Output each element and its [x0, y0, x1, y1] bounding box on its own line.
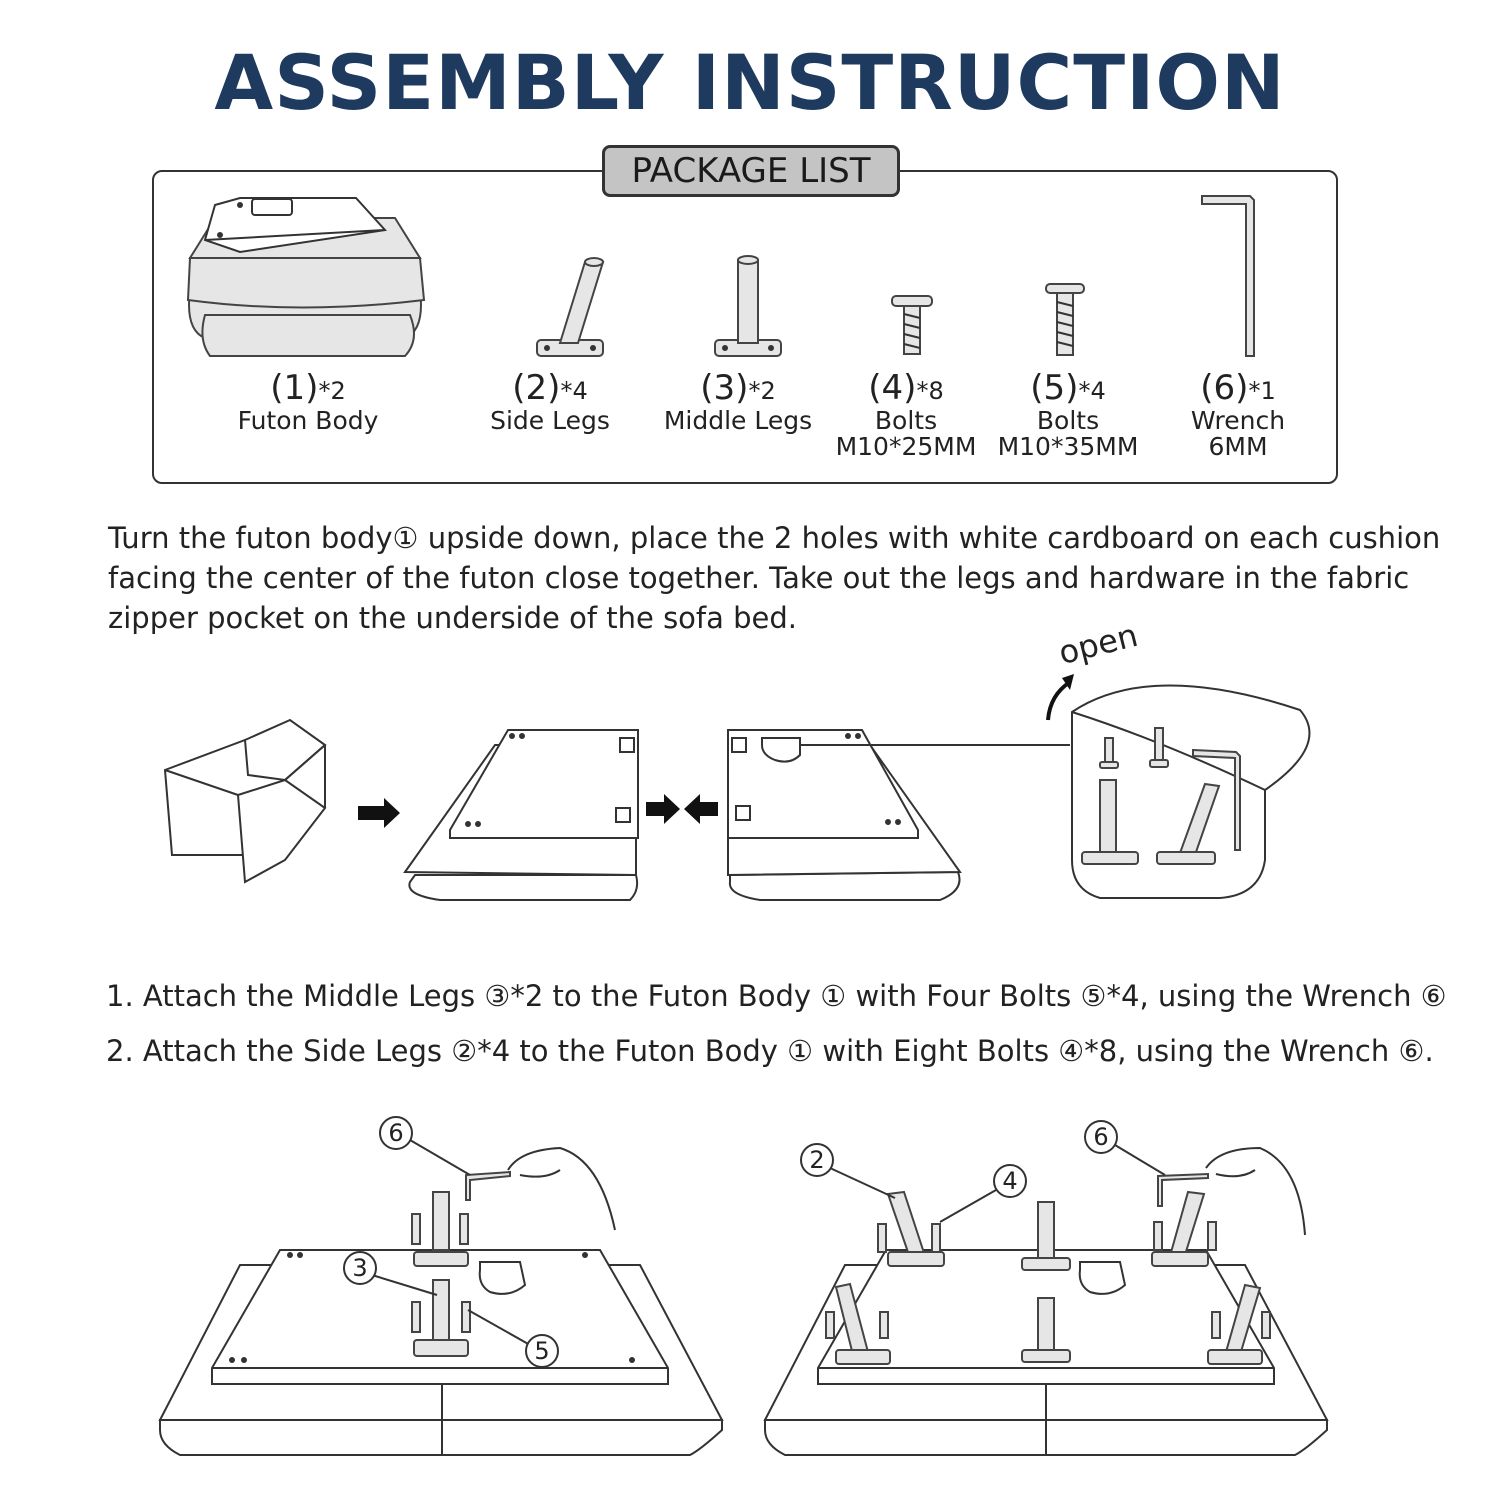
arrow-right-icon [358, 798, 400, 828]
item-number: (2) [512, 368, 561, 408]
prep-illustrations [163, 674, 1311, 901]
package-item-middle-legs: (3)*2 Middle Legs [638, 368, 838, 434]
item-name: Bolts [1036, 406, 1100, 435]
intro-paragraph: Turn the futon body① upside down, place … [108, 521, 1441, 635]
callout-wrench-left: 6 [388, 1119, 404, 1147]
open-box-illustration [163, 718, 327, 884]
package-item-bolts-25mm: (4)*8 Bolts M10*25MM [806, 368, 1006, 460]
page-title: ASSEMBLY INSTRUCTION [214, 38, 1286, 127]
item-spec: 6MM [1208, 432, 1268, 461]
item-name: Bolts [874, 406, 938, 435]
wrench-illustration [1201, 195, 1255, 357]
side-legs-assembly-illustration [763, 1120, 1329, 1456]
zipper-pocket-illustration [1046, 674, 1311, 899]
package-list-title: PACKAGE LIST [602, 145, 900, 197]
item-spec: M10*35MM [997, 432, 1139, 461]
item-name: Side Legs [490, 406, 610, 435]
left-cushion-illustration [403, 729, 639, 901]
right-cushion-illustration [727, 729, 1070, 901]
callout-middle-leg-left: 3 [352, 1254, 368, 1282]
callout-wrench-right: 6 [1093, 1123, 1109, 1151]
futon-body-illustration [186, 197, 426, 357]
step-2-text: 2. Attach the Side Legs ②*4 to the Futon… [106, 1034, 1434, 1068]
bolt-35mm-illustration [1045, 283, 1085, 356]
item-number: (5) [1030, 368, 1079, 408]
package-item-futon-body: (1)*2 Futon Body [208, 368, 408, 434]
item-number: (6) [1200, 368, 1249, 408]
arrows-converge-icon [646, 794, 718, 824]
bolt-25mm-illustration [891, 295, 933, 355]
middle-leg-illustration [714, 255, 782, 357]
package-item-side-legs: (2)*4 Side Legs [450, 368, 650, 434]
item-number: (3) [700, 368, 749, 408]
callout-bolt-left: 5 [534, 1337, 550, 1365]
item-name: Futon Body [237, 406, 379, 435]
side-leg-illustration [536, 257, 605, 357]
package-illustrations [186, 195, 1255, 357]
step-1-text: 1. Attach the Middle Legs ③*2 to the Fut… [106, 979, 1447, 1013]
package-item-wrench: (6)*1 Wrench 6MM [1138, 368, 1338, 460]
package-item-bolts-35mm: (5)*4 Bolts M10*35MM [968, 368, 1168, 460]
item-number: (1) [270, 368, 319, 408]
middle-legs-assembly-illustration [158, 1116, 724, 1456]
callout-side-leg-right: 2 [809, 1146, 825, 1174]
item-spec: M10*25MM [835, 432, 977, 461]
item-name: Wrench [1190, 406, 1286, 435]
item-name: Middle Legs [663, 406, 813, 435]
item-number: (4) [868, 368, 917, 408]
callout-bolt-right: 4 [1002, 1167, 1018, 1195]
